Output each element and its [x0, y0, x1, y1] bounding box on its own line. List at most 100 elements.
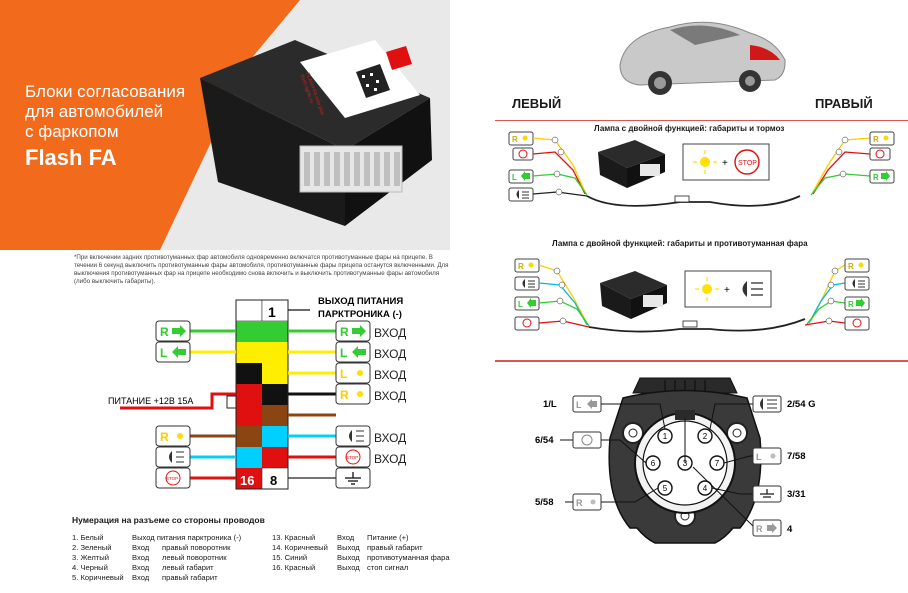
stop-text: STOP — [346, 455, 358, 460]
right-parking-light-icon — [155, 425, 191, 447]
input-label: ВХОД — [374, 347, 406, 361]
right-parking-light-icon — [522, 135, 528, 141]
stop-light-icon — [734, 149, 760, 175]
svg-text:R: R — [340, 325, 349, 339]
input-label: ВХОД — [374, 452, 406, 466]
left-turn-icon — [352, 346, 366, 358]
left-icons: R L R STOP — [155, 320, 191, 489]
svg-text:R: R — [873, 173, 879, 182]
left-parking-light-icon — [357, 370, 363, 376]
fuse-icon — [226, 395, 237, 409]
svg-text:R: R — [848, 262, 854, 271]
input-label: ВХОД — [374, 431, 406, 445]
input-label: ВХОД — [374, 389, 406, 403]
svg-text:L: L — [518, 300, 523, 309]
pin-label: 1/L — [543, 399, 557, 410]
pin-label: 3/31 — [787, 489, 806, 500]
left-side-label: ЛЕВЫЙ — [512, 96, 562, 111]
stop-light-icon — [518, 149, 528, 159]
pin-label: 5/58 — [535, 497, 554, 508]
right-turn-icon — [856, 298, 865, 308]
left-turn-icon — [587, 399, 597, 409]
power-label: ПИТАНИЕ +12В 15А — [108, 396, 193, 406]
stop-light-icon — [581, 434, 593, 446]
svg-text:R: R — [756, 524, 763, 534]
left-parking-light-icon — [770, 453, 776, 459]
stop-light-icon — [345, 449, 361, 465]
fog-light-icon — [760, 398, 763, 410]
pin-label: 4 — [787, 524, 793, 535]
fog-light-icon — [349, 430, 352, 442]
svg-text:L: L — [340, 367, 347, 381]
stop-light-icon — [522, 318, 532, 328]
pin-number: 2 — [703, 432, 708, 441]
right-side-label: ПРАВЫЙ — [815, 96, 873, 111]
right-parking-light-icon — [858, 262, 864, 268]
stop-light-icon — [852, 318, 862, 328]
pin-label: 7/58 — [787, 451, 806, 462]
right-turn-icon — [881, 171, 890, 181]
pin-number: 4 — [703, 484, 708, 493]
right-parking-light-icon — [357, 391, 363, 397]
diagram-caption: Лампа с двойной функцией: габариты и тор… — [594, 124, 785, 133]
connector-block — [235, 299, 289, 490]
svg-text:R: R — [518, 262, 524, 271]
right-turn-icon — [352, 325, 366, 337]
banner-title: Блоки согласования для автомобилей с фар… — [25, 82, 185, 142]
svg-text:R: R — [873, 135, 879, 144]
right-parking-light-icon — [590, 499, 596, 505]
svg-text:L: L — [512, 173, 517, 182]
right-parking-light-icon — [883, 135, 889, 141]
connector-wiring-diagram: 1 16 8 R L R STOP ПИТАНИЕ +12В 15А — [108, 296, 406, 490]
right-turn-icon — [767, 523, 777, 533]
svg-text:R: R — [340, 388, 349, 402]
input-label: ВХОД — [374, 326, 406, 340]
banner-title-line: Блоки согласования — [25, 82, 186, 101]
fog-light-icon — [516, 190, 519, 199]
diagram-caption: Лампа с двойной функцией: габариты и про… — [552, 239, 808, 248]
banner-brand: Flash FA — [25, 145, 117, 170]
plus-sign: + — [724, 285, 730, 296]
pin-8-label: 8 — [270, 473, 277, 488]
svg-text:R: R — [576, 498, 583, 508]
banner-background — [0, 0, 450, 250]
control-unit-image — [200, 40, 432, 226]
pin-number: 5 — [663, 484, 668, 493]
pin-1-label: 1 — [268, 304, 276, 320]
svg-text:R: R — [848, 300, 854, 309]
dual-function-diagram-brake: R L + STOP R R — [495, 120, 908, 207]
right-icons: R L L R STOP — [335, 320, 371, 489]
input-label: ВХОД — [374, 368, 406, 382]
svg-text:L: L — [340, 346, 347, 360]
pin-number: 3 — [683, 459, 688, 468]
svg-text:L: L — [576, 400, 582, 410]
product-banner: FLASH-FA mini plus flash-lights.ru Блоки… — [0, 0, 450, 250]
pin-number: 1 — [663, 432, 668, 441]
stop-light-icon — [875, 149, 885, 159]
svg-text:L: L — [160, 346, 167, 360]
banner-title-line: с фаркопом — [25, 122, 119, 141]
trailer-socket-diagram: 1 2 6 7 5 4 3 L R L R 1/L 6/54 5/58 2/54… — [535, 377, 816, 544]
fog-light-icon — [522, 279, 525, 288]
fog-light-icon — [742, 281, 747, 297]
left-turn-icon — [521, 171, 530, 181]
banner-title-line: для автомобилей — [25, 102, 164, 121]
parking-light-icon — [702, 284, 712, 294]
fog-light-icon — [155, 446, 191, 468]
right-parking-light-icon — [528, 262, 534, 268]
car-image — [619, 21, 786, 95]
dual-function-diagram-fog: R L + R R — [495, 258, 908, 362]
pin-number: 6 — [651, 459, 656, 468]
parking-light-icon — [700, 157, 710, 167]
output-label: ВЫХОД ПИТАНИЯ — [318, 296, 403, 307]
svg-text:L: L — [756, 452, 762, 462]
plus-sign: + — [722, 158, 728, 169]
orange-panel — [0, 0, 300, 250]
footnote: *При включении задних противотуманных фа… — [74, 254, 449, 285]
pin-label: 2/54 G — [787, 399, 816, 410]
